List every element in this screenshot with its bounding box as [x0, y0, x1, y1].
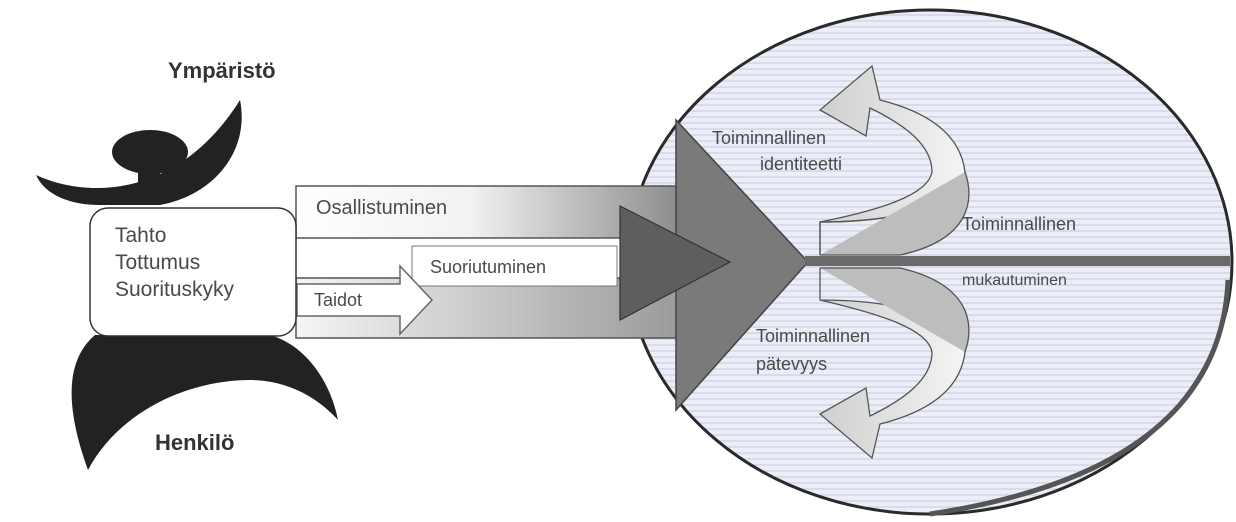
performance-label: Suoriutuminen: [430, 257, 546, 277]
participation-label: Osallistuminen: [316, 197, 447, 219]
trait-performance-capacity: Suorituskyky: [115, 278, 235, 301]
skills-label: Taidot: [314, 290, 362, 310]
environment-label: Ympäristö: [168, 58, 276, 83]
performance-label-box: [411, 245, 618, 287]
skills-arrow: [296, 264, 434, 336]
adaptation-label-line2: mukautuminen: [962, 272, 1067, 289]
person-traits-list: Tahto Tottumus Suorituskyky: [115, 222, 285, 303]
identity-label-line1: Toiminnallinen: [712, 128, 826, 148]
competence-label-line1: Toiminnallinen: [756, 326, 870, 346]
competence-label-line2: pätevyys: [756, 354, 827, 374]
trait-will: Tahto: [115, 224, 167, 247]
person-traits-box: [89, 207, 297, 337]
person-figure-icon: [36, 100, 338, 470]
trait-habituation: Tottumus: [115, 251, 201, 274]
adaptation-axis: [805, 256, 1230, 266]
adaptation-label-line1: Toiminnallinen: [962, 214, 1076, 234]
person-label: Henkilö: [155, 430, 234, 455]
identity-label-line2: identiteetti: [760, 154, 842, 174]
inner-arrowhead: [619, 205, 732, 321]
